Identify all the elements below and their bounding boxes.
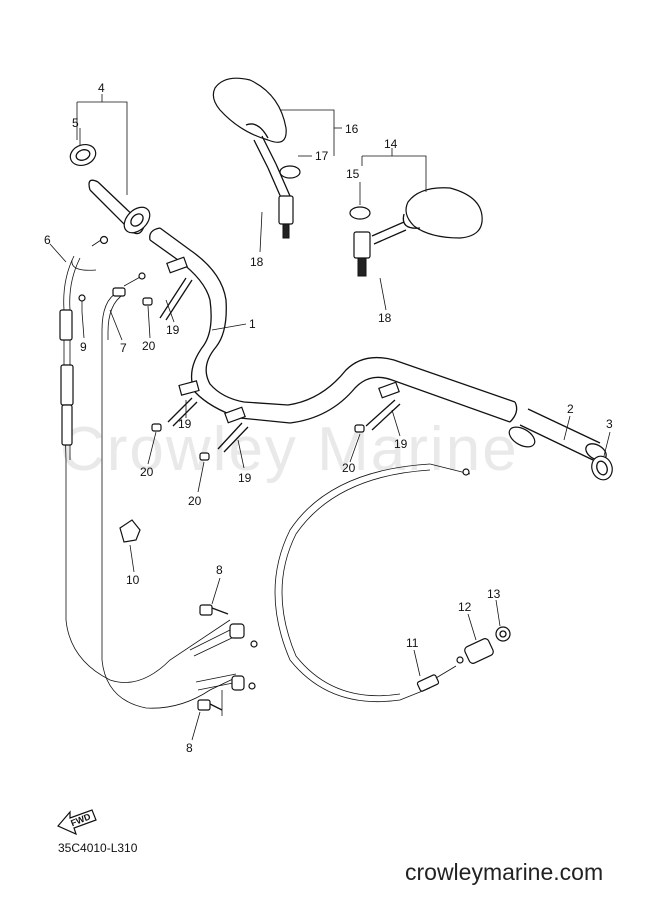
callout-20-a: 20 [142, 339, 156, 353]
callout-6: 6 [44, 233, 51, 247]
callout-11: 11 [406, 636, 419, 650]
cable-tie-collars [142, 297, 365, 461]
starter-plunger [456, 638, 494, 664]
lower-cable-ends [189, 623, 258, 691]
callout-9: 9 [80, 340, 87, 354]
diagram-code: 35C4010-L310 [58, 841, 138, 855]
callout-5: 5 [72, 116, 79, 130]
callout-10: 10 [126, 573, 140, 587]
right-mirror [349, 187, 483, 277]
callout-labels: 1 2 3 4 5 6 7 8 8 9 10 11 12 13 14 15 16… [44, 81, 613, 755]
right-grip-end [591, 455, 613, 481]
callout-8-top: 8 [216, 563, 223, 577]
callout-19-a: 19 [166, 323, 180, 337]
left-grip [88, 179, 151, 235]
callout-20-c: 20 [188, 494, 202, 508]
cable-ties [159, 277, 401, 453]
left-mirror [212, 77, 294, 239]
callout-17: 17 [315, 149, 329, 163]
callout-20-b: 20 [140, 465, 154, 479]
callout-1: 1 [249, 317, 256, 331]
callout-15: 15 [346, 167, 360, 181]
fwd-arrow: FWD [57, 809, 97, 836]
bolts [197, 604, 229, 711]
callout-19-d: 19 [394, 437, 408, 451]
leader-lines [49, 94, 611, 741]
callout-19-c: 19 [238, 471, 252, 485]
handlebar-clamps [166, 256, 400, 424]
callout-13: 13 [487, 587, 501, 601]
callout-18-right: 18 [378, 311, 392, 325]
callout-8-bottom: 8 [186, 741, 193, 755]
callout-19-b: 19 [178, 417, 192, 431]
clutch-cable [59, 235, 231, 683]
callout-4: 4 [98, 81, 105, 95]
callout-16: 16 [345, 122, 359, 136]
cable-holder [119, 519, 141, 543]
callout-2: 2 [567, 402, 574, 416]
watermark: Crowley Marine [60, 415, 519, 484]
callout-20-d: 20 [342, 461, 356, 475]
callout-14: 14 [384, 137, 398, 151]
starter-nut [495, 626, 511, 642]
callout-3: 3 [606, 417, 613, 431]
left-mirror-cap [279, 165, 301, 179]
callout-12: 12 [458, 600, 472, 614]
left-grip-end [69, 144, 97, 166]
handlebar [149, 227, 518, 424]
starter-cable [274, 463, 471, 703]
throttle-cable [101, 272, 236, 709]
callout-7: 7 [120, 341, 127, 355]
right-grip [508, 408, 607, 461]
callout-18-left: 18 [250, 255, 264, 269]
website-label: crowleymarine.com [405, 859, 603, 885]
